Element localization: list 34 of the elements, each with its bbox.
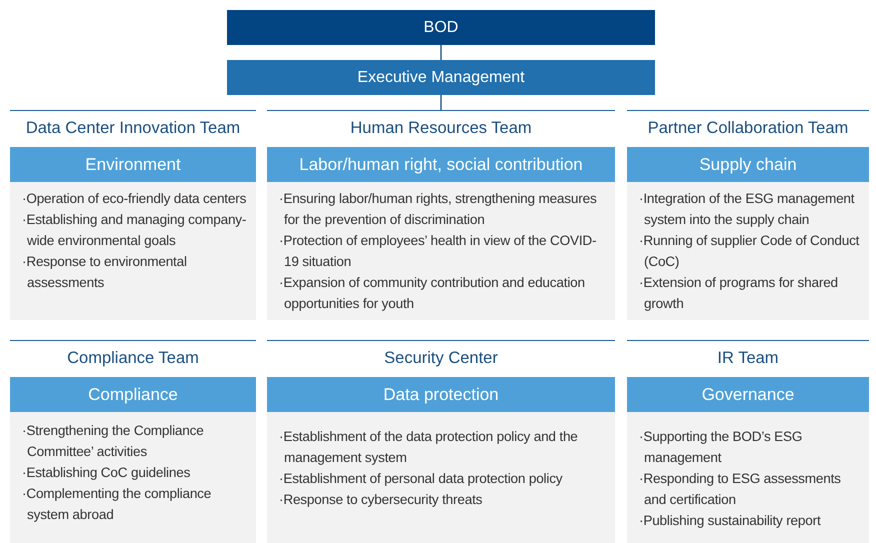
bullet-item: ·Expansion of community contribution and education opportunities for youth <box>279 274 586 313</box>
category-band: Data protection <box>267 377 615 412</box>
bullet-item: ·Strengthening the Compliance Committee’ activities <box>22 422 205 461</box>
org-box: BOD <box>227 10 655 45</box>
category-band: Supply chain <box>627 147 869 182</box>
bullet-item: ·Establishment of personal data protection policy <box>279 470 564 488</box>
team-heading: IR Team <box>716 348 780 368</box>
team-heading: Compliance Team <box>66 348 200 368</box>
team-heading: Security Center <box>383 348 499 368</box>
category-band: Environment <box>10 147 256 182</box>
bullet-item: ·Integration of the ESG management system into the supply chain <box>639 190 856 229</box>
bullet-item: ·Protection of employees’ health in view of the COVID-19 situation <box>279 232 598 271</box>
bullet-item: ·Response to environmental assessments <box>22 253 188 292</box>
org-box: Executive Management <box>227 60 655 95</box>
category-band: Labor/human right, social contribution <box>267 147 615 182</box>
bullet-item: ·Operation of eco-friendly data centers <box>22 190 248 208</box>
bullet-item: ·Complementing the compliance system abroad <box>22 485 212 524</box>
bullet-item: ·Establishing CoC guidelines <box>22 464 192 482</box>
bullet-item: ·Extension of programs for shared growth <box>639 274 839 313</box>
category-band: Compliance <box>10 377 256 412</box>
bullet-item: ·Publishing sustainability report <box>639 512 822 530</box>
bullet-item: ·Establishment of the data protection policy and the management system <box>279 428 579 467</box>
bullet-item: ·Running of supplier Code of Conduct (CoC) <box>639 232 860 271</box>
bullet-item: ·Ensuring labor/human rights, strengthening measures for the prevention of discrimination <box>279 190 598 229</box>
team-heading: Data Center Innovation Team <box>24 118 242 138</box>
connector-line <box>440 45 442 60</box>
bullet-item: ·Supporting the BOD’s ESG management <box>639 428 804 467</box>
team-heading: Human Resources Team <box>349 118 533 138</box>
category-band: Governance <box>627 377 869 412</box>
bullet-item: ·Establishing and managing company-wide environmental goals <box>22 211 248 250</box>
bullet-item: ·Responding to ESG assessments and certification <box>639 470 842 509</box>
bullet-item: ·Response to cybersecurity threats <box>279 491 484 509</box>
team-heading: Partner Collaboration Team <box>646 118 850 138</box>
connector-line <box>440 95 442 110</box>
